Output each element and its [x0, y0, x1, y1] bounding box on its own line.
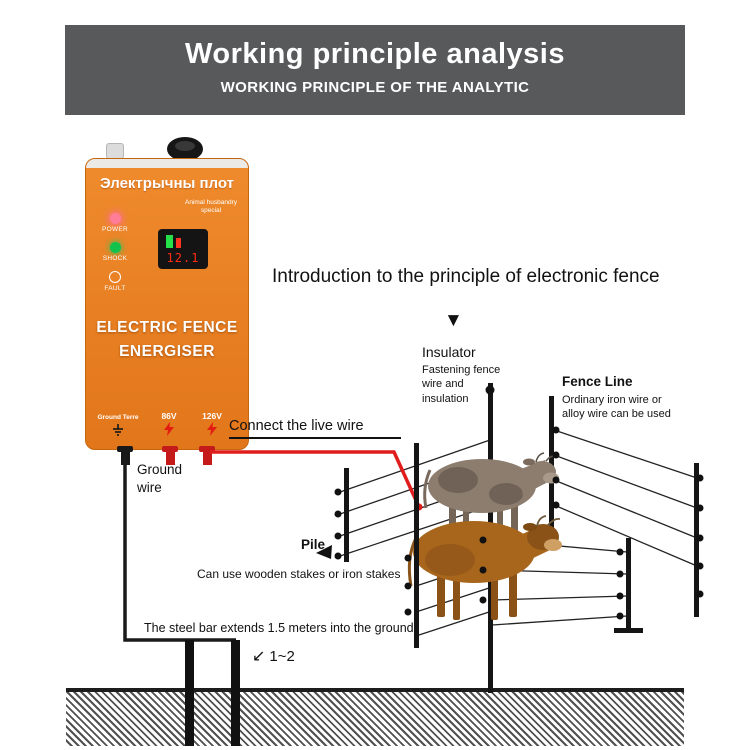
- device-top-strip: [86, 159, 248, 168]
- depth-label: ↙1~2: [252, 646, 295, 666]
- mounting-bracket: [106, 143, 124, 159]
- power-led-label: POWER: [101, 226, 129, 233]
- depth-arrow-icon: ↙: [252, 648, 266, 665]
- fence-wires: [339, 429, 698, 637]
- display-value: 12.1: [166, 251, 200, 265]
- shock-led-label: SHOCK: [102, 255, 128, 262]
- fault-led-icon: [109, 271, 121, 283]
- earth-ground-icon: [92, 423, 144, 441]
- fence-posts-back: [488, 383, 699, 693]
- terminal-label-86v: 86V: [161, 411, 177, 421]
- pile-description: Can use wooden stakes or iron stakes: [197, 567, 401, 581]
- terminal-label-ground: Ground Terre: [97, 414, 139, 421]
- shock-led-icon: [109, 242, 121, 253]
- device-knob-icon: [167, 137, 203, 161]
- device-knob-cap: [175, 141, 195, 151]
- terminal-126v: [199, 446, 215, 465]
- power-led-icon: [109, 213, 121, 224]
- led-column: POWER SHOCK FAULT: [100, 213, 130, 301]
- banner: Working principle analysis WORKING PRINC…: [65, 25, 685, 115]
- intro-text: Introduction to the principle of electro…: [272, 266, 660, 287]
- insulator-description: Fastening fence wire and insulation: [422, 364, 501, 405]
- live-wire-line: [210, 450, 423, 511]
- fence-line-description: Ordinary iron wire or alloy wire can be …: [562, 394, 671, 421]
- depth-value: 1~2: [269, 648, 295, 665]
- terminal-label-126v: 126V: [202, 411, 222, 421]
- fault-led-label: FAULT: [104, 285, 126, 292]
- insulator-label: Insulator: [422, 344, 476, 360]
- live-wire-label: Connect the live wire: [229, 418, 401, 439]
- pile-label: Pile: [301, 537, 326, 552]
- cow-gray: [423, 452, 559, 545]
- fence-posts-front: [344, 443, 643, 648]
- banner-subtitle: WORKING PRINCIPLE OF THE ANALYTIC: [220, 79, 530, 96]
- display-red-bar-icon: [176, 238, 181, 248]
- ground-band: [66, 688, 684, 746]
- device-brand: Электрычны плот: [99, 175, 235, 192]
- insulator-pointer-icon: ▼: [444, 310, 463, 331]
- display-green-bar-icon: [166, 235, 173, 248]
- led-shock: SHOCK: [100, 242, 130, 262]
- fence-line-label: Fence Line: [562, 374, 633, 389]
- cow-brown: [407, 515, 562, 620]
- lightning-bolt-icon: [152, 422, 186, 441]
- banner-title: Working principle analysis: [185, 38, 565, 70]
- ground-wire-label: Ground wire: [137, 462, 183, 496]
- voltage-display: 12.1: [158, 229, 208, 269]
- energiser-device: Электрычны плот Animal husbandry special…: [85, 158, 249, 450]
- ground-terminal: [117, 446, 133, 465]
- lightning-bolt-icon: [190, 422, 234, 441]
- steel-bar-note: The steel bar extends 1.5 meters into th…: [144, 621, 414, 635]
- device-title-line1: ELECTRIC FENCE: [96, 319, 238, 336]
- led-fault: FAULT: [100, 271, 130, 292]
- led-power: POWER: [100, 213, 130, 233]
- device-title-line2: ENERGISER: [119, 343, 215, 360]
- device-tagline: Animal husbandry special: [184, 199, 238, 215]
